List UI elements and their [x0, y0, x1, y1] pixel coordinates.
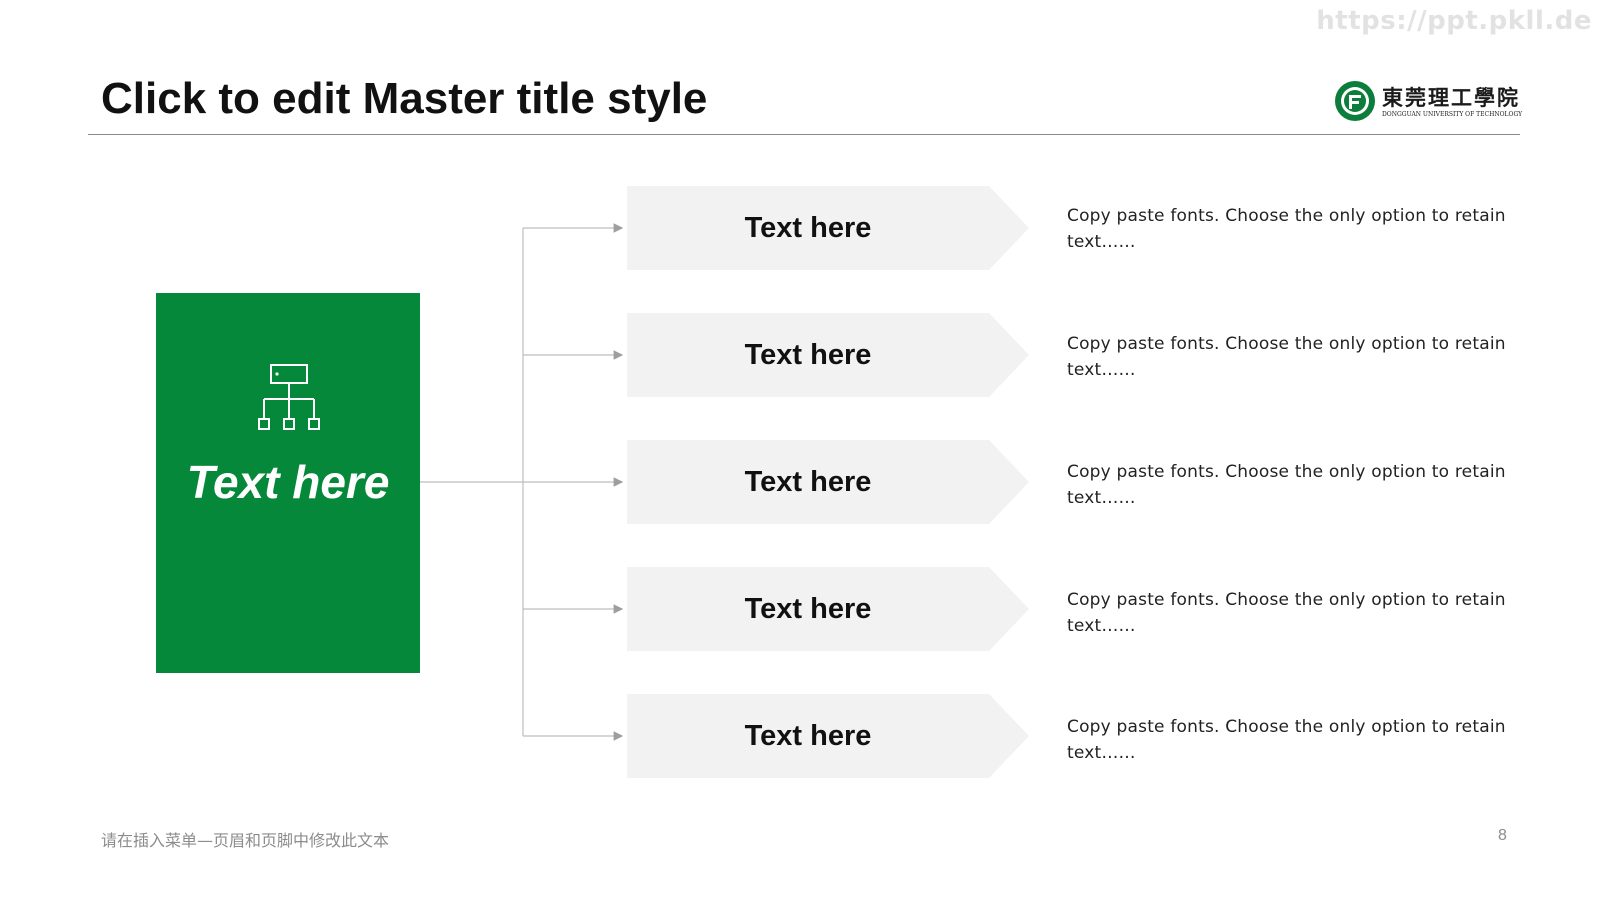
item-description[interactable]: Copy paste fonts. Choose the only option…	[1067, 334, 1506, 380]
footer-text[interactable]: 请在插入菜单—页眉和页脚中修改此文本	[101, 831, 390, 850]
arrow-shape	[627, 440, 1029, 524]
arrow-shape	[627, 186, 1029, 270]
central-topic-card[interactable]: Text here	[156, 293, 420, 673]
slide-title[interactable]: Click to edit Master title style	[101, 74, 708, 123]
item-description[interactable]: Copy paste fonts. Choose the only option…	[1067, 462, 1506, 508]
watermark-url: https://ppt.pkll.de	[1316, 6, 1592, 36]
central-topic-label[interactable]: Text here	[186, 456, 390, 508]
item-description[interactable]: Copy paste fonts. Choose the only option…	[1067, 206, 1506, 252]
arrow-item-label[interactable]: Text here	[744, 720, 872, 752]
arrow-item-4[interactable]: Text here	[627, 567, 1029, 651]
arrow-shape	[627, 567, 1029, 651]
arrow-item-label[interactable]: Text here	[744, 593, 872, 625]
arrow-item-label[interactable]: Text here	[744, 466, 872, 498]
arrow-item-label[interactable]: Text here	[744, 339, 872, 371]
arrow-shape	[627, 313, 1029, 397]
arrow-item-2[interactable]: Text here	[627, 313, 1029, 397]
university-emblem-icon	[1335, 81, 1375, 121]
org-chart-icon	[258, 364, 320, 430]
item-description[interactable]: Copy paste fonts. Choose the only option…	[1067, 590, 1506, 636]
page-number: 8	[1498, 827, 1507, 844]
arrow-item-5[interactable]: Text here	[627, 694, 1029, 778]
university-logo: 東莞理工學院 DONGGUAN UNIVERSITY OF TECHNOLOGY	[1334, 80, 1523, 124]
title-divider	[88, 134, 1520, 135]
arrow-item-1[interactable]: Text here	[627, 186, 1029, 270]
logo-name: 東莞理工學院	[1382, 85, 1520, 110]
arrow-item-label[interactable]: Text here	[744, 212, 872, 244]
item-description[interactable]: Copy paste fonts. Choose the only option…	[1067, 717, 1506, 763]
logo-subtitle: DONGGUAN UNIVERSITY OF TECHNOLOGY	[1382, 111, 1523, 118]
arrow-shape	[627, 694, 1029, 778]
arrow-item-3[interactable]: Text here	[627, 440, 1029, 524]
